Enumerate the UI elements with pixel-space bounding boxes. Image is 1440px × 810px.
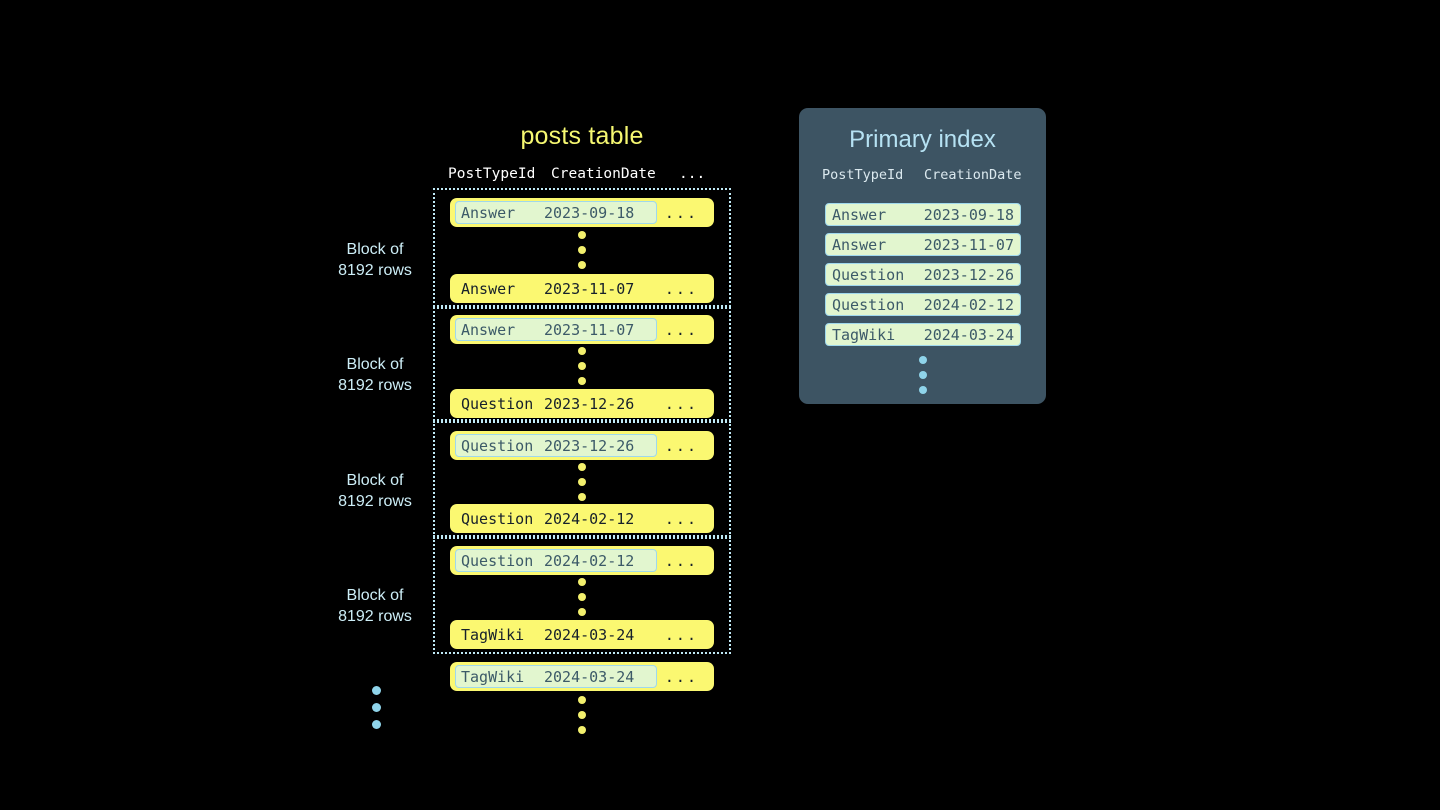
index-cell-creationdate: 2023-12-26 (923, 265, 1014, 284)
index-cell-creationdate: 2024-02-12 (923, 295, 1014, 314)
table-row: Answer 2023-11-07 ... (450, 274, 714, 303)
index-cell-posttypeid: Answer (832, 235, 887, 254)
row-ellipsis-icon (576, 231, 588, 269)
index-row: Question 2023-12-26 (825, 263, 1021, 286)
block-label-1: Block of 8192 rows (300, 239, 450, 281)
index-cell-posttypeid: Answer (832, 205, 887, 224)
cell-creationdate: 2024-03-24 (544, 625, 635, 644)
block-label-2-line2: 8192 rows (338, 377, 412, 394)
block-label-1-line2: 8192 rows (338, 262, 412, 279)
index-cell-posttypeid: Question (832, 295, 905, 314)
block-label-1-line1: Block of (346, 241, 404, 258)
cell-more: ... (664, 203, 698, 222)
primary-key-highlight (455, 201, 657, 224)
index-column-header-creationdate: CreationDate (924, 167, 1022, 183)
primary-key-highlight (455, 434, 657, 457)
posts-table-column-header: PostTypeId CreationDate ... (433, 166, 731, 186)
block-label-3-line2: 8192 rows (338, 493, 412, 510)
cell-posttypeid: TagWiki (461, 625, 525, 644)
table-row: Question 2024-02-12 ... (450, 504, 714, 533)
row-ellipsis-icon (576, 578, 588, 616)
cell-posttypeid: Answer (461, 203, 516, 222)
table-row: Question 2023-12-26 ... (450, 431, 714, 460)
index-cell-posttypeid: TagWiki (832, 325, 896, 344)
primary-key-highlight (455, 665, 657, 688)
index-cell-creationdate: 2023-11-07 (923, 235, 1014, 254)
table-row: Question 2024-02-12 ... (450, 546, 714, 575)
cell-posttypeid: Question (461, 551, 534, 570)
cell-more: ... (664, 320, 698, 339)
primary-index-column-header: PostTypeId CreationDate (799, 167, 1046, 187)
index-cell-posttypeid: Question (832, 265, 905, 284)
table-row: Answer 2023-09-18 ... (450, 198, 714, 227)
block-label-2: Block of 8192 rows (300, 354, 450, 396)
cell-posttypeid: TagWiki (461, 667, 525, 686)
cell-creationdate: 2023-11-07 (544, 279, 635, 298)
column-header-more: ... (679, 166, 706, 182)
cell-posttypeid: Question (461, 436, 534, 455)
cell-posttypeid: Question (461, 394, 534, 413)
cell-more: ... (664, 436, 698, 455)
block-label-4-line1: Block of (346, 587, 404, 604)
table-row: Question 2023-12-26 ... (450, 389, 714, 418)
index-cell-creationdate: 2023-09-18 (923, 205, 1014, 224)
block-label-2-line1: Block of (346, 356, 404, 373)
table-ellipsis-icon (576, 696, 588, 734)
block-outline-4 (433, 537, 731, 654)
cell-creationdate: 2023-11-07 (544, 320, 635, 339)
block-outline-2 (433, 307, 731, 421)
primary-index-rows: Answer 2023-09-18 Answer 2023-11-07 Ques… (825, 203, 1021, 353)
index-row: Question 2024-02-12 (825, 293, 1021, 316)
index-cell-creationdate: 2024-03-24 (923, 325, 1014, 344)
cell-more: ... (664, 279, 698, 298)
cell-more: ... (664, 667, 698, 686)
block-outline-3 (433, 421, 731, 537)
block-label-4-line2: 8192 rows (338, 608, 412, 625)
table-row: TagWiki 2024-03-24 ... (450, 662, 714, 691)
cell-creationdate: 2024-02-12 (544, 509, 635, 528)
cell-creationdate: 2023-09-18 (544, 203, 635, 222)
cell-more: ... (664, 509, 698, 528)
cell-posttypeid: Question (461, 509, 534, 528)
index-row: Answer 2023-09-18 (825, 203, 1021, 226)
index-row: TagWiki 2024-03-24 (825, 323, 1021, 346)
cell-more: ... (664, 551, 698, 570)
cell-posttypeid: Answer (461, 320, 516, 339)
block-outline-1 (433, 188, 731, 307)
primary-index-panel: Primary index PostTypeId CreationDate An… (799, 108, 1046, 404)
column-header-posttypeid: PostTypeId (448, 166, 536, 182)
posts-table-title: posts table (520, 122, 644, 150)
block-label-4: Block of 8192 rows (300, 585, 450, 627)
row-ellipsis-icon (576, 463, 588, 501)
primary-key-highlight (455, 318, 657, 341)
index-column-header-posttypeid: PostTypeId (822, 167, 904, 183)
column-header-creationdate: CreationDate (551, 166, 656, 182)
blocks-ellipsis-icon (370, 686, 382, 729)
index-ellipsis-icon (799, 356, 1046, 394)
cell-creationdate: 2023-12-26 (544, 394, 635, 413)
index-row: Answer 2023-11-07 (825, 233, 1021, 256)
block-label-3: Block of 8192 rows (300, 470, 450, 512)
primary-index-title: Primary index (849, 126, 996, 153)
cell-posttypeid: Answer (461, 279, 516, 298)
cell-creationdate: 2024-02-12 (544, 551, 635, 570)
table-row: TagWiki 2024-03-24 ... (450, 620, 714, 649)
row-ellipsis-icon (576, 347, 588, 385)
cell-creationdate: 2024-03-24 (544, 667, 635, 686)
table-row: Answer 2023-11-07 ... (450, 315, 714, 344)
cell-more: ... (664, 394, 698, 413)
block-label-3-line1: Block of (346, 472, 404, 489)
cell-creationdate: 2023-12-26 (544, 436, 635, 455)
primary-key-highlight (455, 549, 657, 572)
cell-more: ... (664, 625, 698, 644)
